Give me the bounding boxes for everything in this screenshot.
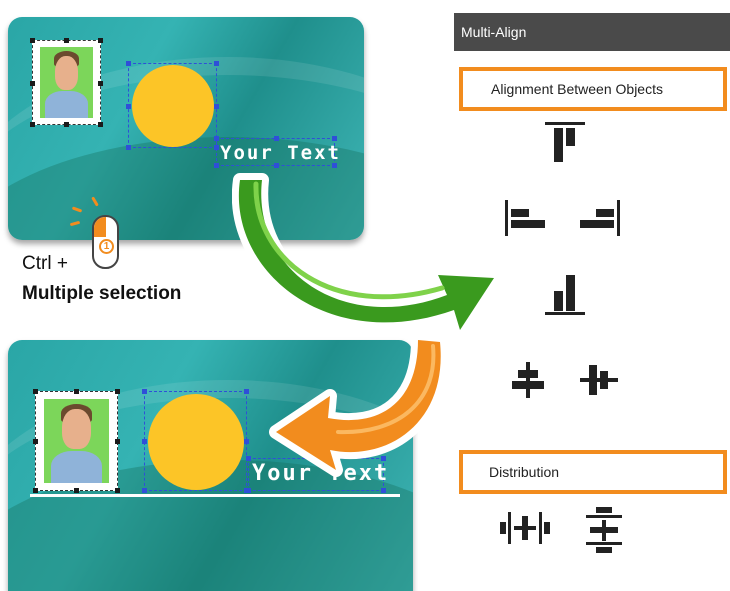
bottom-alignment-guide xyxy=(30,494,400,497)
your-text-label[interactable]: Your Text xyxy=(220,142,341,164)
yellow-circle-object[interactable] xyxy=(132,65,214,147)
multiple-selection-hint: Multiple selection xyxy=(22,283,182,304)
distribution-section-header: Distribution xyxy=(459,450,727,494)
align-center-vertical-icon[interactable] xyxy=(580,362,618,398)
portrait-image xyxy=(44,399,109,483)
green-arrow-icon xyxy=(232,173,501,337)
photo-object-aligned[interactable] xyxy=(33,389,120,493)
alignment-section-header: Alignment Between Objects xyxy=(459,67,727,111)
align-bottom-icon[interactable] xyxy=(545,273,585,315)
mouse-click-icon: 1 xyxy=(92,215,119,269)
multi-align-panel xyxy=(454,51,730,591)
card-top-preview: Your Text xyxy=(8,17,364,240)
yellow-circle-object-aligned[interactable] xyxy=(148,394,244,490)
mouse-badge: 1 xyxy=(99,239,114,254)
align-left-icon[interactable] xyxy=(505,200,547,236)
distribute-vertical-icon[interactable] xyxy=(584,507,624,553)
align-top-icon[interactable] xyxy=(545,122,585,164)
panel-title: Multi-Align xyxy=(454,13,730,51)
align-center-horizontal-icon[interactable] xyxy=(510,362,546,398)
distribute-horizontal-icon[interactable] xyxy=(500,510,550,546)
card-bottom-preview: Your Text xyxy=(8,340,413,591)
orange-arrow-icon xyxy=(269,333,448,477)
portrait-image xyxy=(39,47,94,118)
align-right-icon[interactable] xyxy=(578,200,620,236)
ctrl-hint: Ctrl + xyxy=(22,253,68,274)
photo-object[interactable] xyxy=(30,38,103,127)
text-selection[interactable] xyxy=(214,136,337,168)
